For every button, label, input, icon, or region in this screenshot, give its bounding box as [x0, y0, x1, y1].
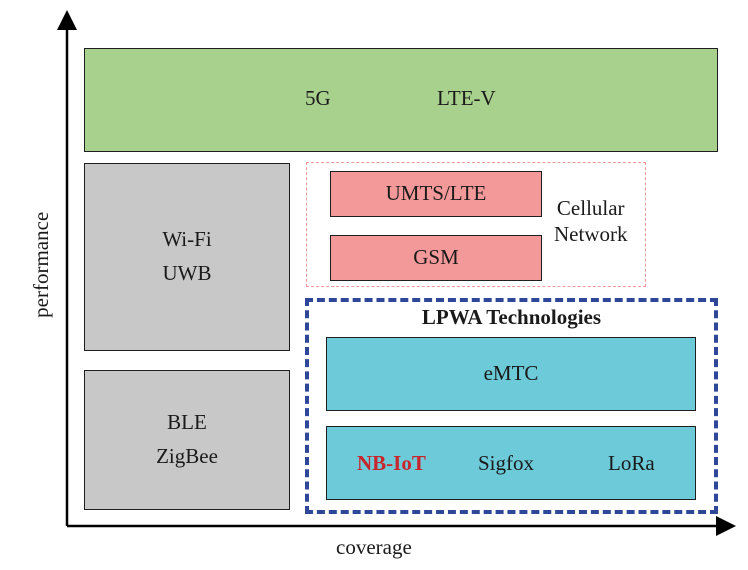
lpwa-title: LPWA Technologies — [421, 305, 602, 329]
nb-iot-label: NB-IoT — [357, 451, 426, 475]
cellular-label-line-1: Cellular — [556, 196, 625, 220]
lte-v-label: LTE-V — [437, 86, 496, 110]
lpwa-group — [305, 298, 718, 514]
nb-iot-sigfox-lora-box: NB-IoT Sigfox LoRa — [326, 426, 696, 500]
umts-lte-box: UMTS/LTE — [330, 171, 542, 217]
wifi-uwb-box: Wi-Fi UWB — [84, 163, 290, 351]
umts-lte-label: UMTS/LTE — [385, 181, 487, 206]
cellular-label-line-2: Network — [554, 222, 628, 247]
y-axis-label: performance — [29, 211, 54, 318]
gsm-label: GSM — [413, 245, 459, 270]
cellular-network-group — [306, 162, 646, 287]
cellular-5g-box: 5G LTE-V — [84, 48, 718, 152]
uwb-label: UWB — [162, 261, 212, 285]
lora-label: LoRa — [608, 451, 655, 475]
ble-label: BLE — [167, 410, 207, 435]
5g-label: 5G — [305, 86, 331, 110]
cellular-network-label: Cellular Network — [554, 195, 627, 248]
sigfox-label: Sigfox — [478, 451, 535, 475]
zigbee-label: ZigBee — [156, 444, 218, 468]
emtc-label: eMTC — [483, 361, 539, 386]
x-axis-label: coverage — [336, 535, 412, 559]
gsm-box: GSM — [330, 235, 542, 281]
ble-zigbee-box: BLE ZigBee — [84, 370, 290, 510]
emtc-box: eMTC — [326, 337, 696, 411]
wifi-label: Wi-Fi — [162, 227, 212, 252]
